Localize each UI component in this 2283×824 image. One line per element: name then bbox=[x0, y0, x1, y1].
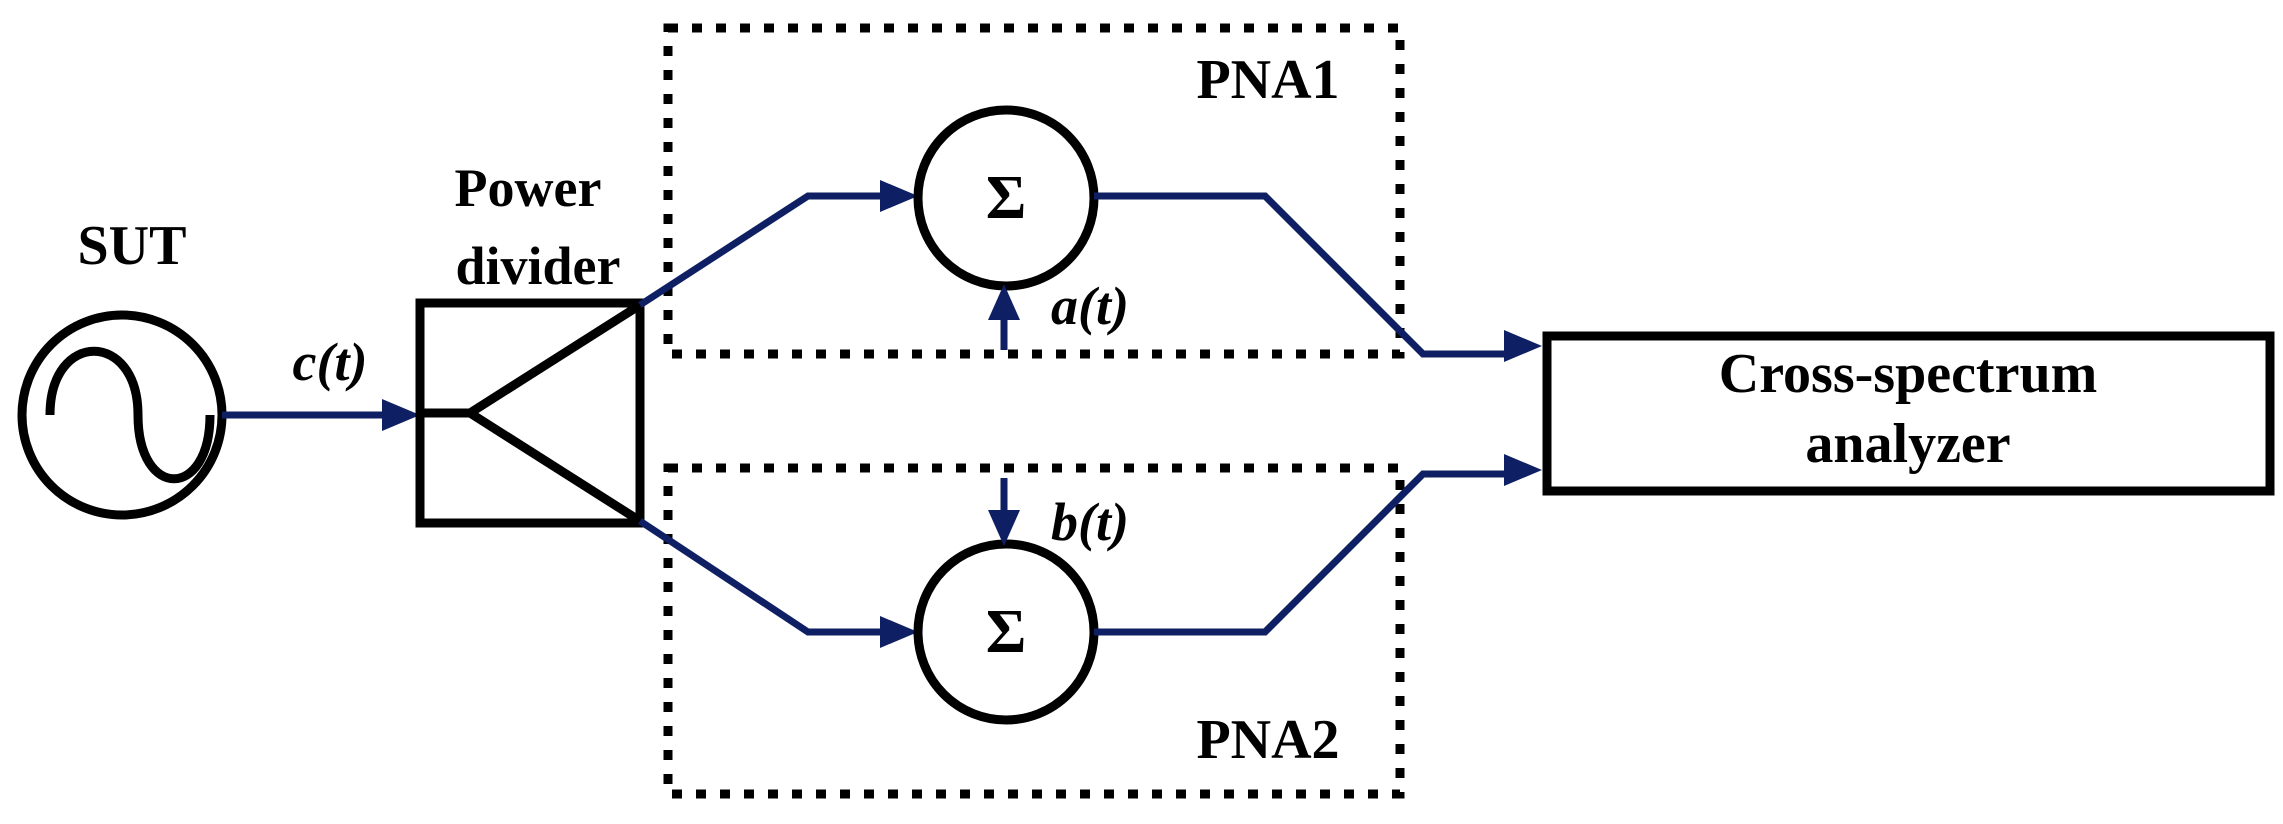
sut-label: SUT bbox=[78, 215, 187, 277]
arrow-into-analyzer-top bbox=[1504, 330, 1542, 362]
wire-divider-to-sum2 bbox=[638, 518, 885, 636]
pna1-enclosure bbox=[663, 23, 1405, 359]
pna1-label: PNA1 bbox=[1196, 49, 1339, 111]
power-divider-splitter-lower bbox=[467, 409, 643, 525]
arrow-into-sum2 bbox=[880, 616, 918, 648]
pna2-label: PNA2 bbox=[1196, 709, 1339, 771]
power-divider-label-line1: Power bbox=[455, 158, 602, 218]
analyzer-label-line1: Cross-spectrum bbox=[1719, 343, 2097, 405]
signal-a-label: a(t) bbox=[1051, 276, 1129, 336]
analyzer-label-line2: analyzer bbox=[1805, 413, 2010, 475]
arrow-a bbox=[988, 284, 1020, 320]
analyzer-box bbox=[1542, 331, 2275, 496]
signal-b-label: b(t) bbox=[1051, 492, 1129, 552]
arrow-c bbox=[382, 399, 420, 431]
sum2-symbol: Σ bbox=[986, 598, 1027, 666]
power-divider-label-line2: divider bbox=[455, 236, 620, 296]
pna2-enclosure bbox=[663, 463, 1405, 799]
arrow-into-sum1 bbox=[880, 180, 918, 212]
sut-source bbox=[17, 310, 227, 520]
wire-divider-to-sum1 bbox=[638, 192, 885, 308]
arrow-b bbox=[988, 510, 1020, 546]
sine-wave-icon bbox=[45, 346, 215, 484]
power-divider-splitter bbox=[420, 301, 643, 418]
arrow-into-analyzer-bottom bbox=[1504, 454, 1542, 486]
signal-c-label: c(t) bbox=[293, 332, 368, 392]
sum1-symbol: Σ bbox=[986, 164, 1027, 232]
wire-sum2-to-analyzer bbox=[1094, 470, 1510, 636]
wire-sum1-to-analyzer bbox=[1094, 192, 1510, 358]
